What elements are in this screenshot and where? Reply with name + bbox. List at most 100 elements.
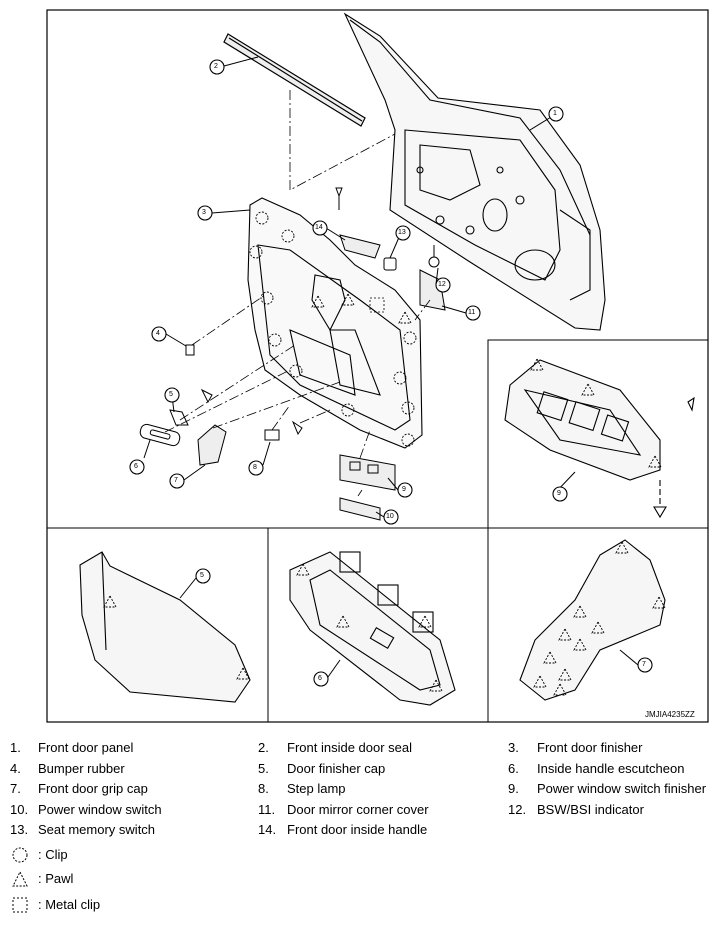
diagram-frame	[46, 9, 709, 723]
legend-label: Front door grip cap	[38, 781, 148, 796]
callout-label-11: 11	[468, 309, 476, 316]
legend-number: 1.	[10, 740, 21, 755]
legend-number: 6.	[508, 761, 519, 776]
callout-label-2: 2	[214, 63, 218, 70]
power-window-switch-finisher-inset	[504, 358, 695, 519]
callout-label-14: 14	[315, 224, 323, 231]
symbol-label: : Clip	[38, 847, 68, 862]
callout-label-5-detail: 5	[200, 572, 204, 579]
clip-symbol-icon	[12, 847, 28, 863]
legend-label: BSW/BSI indicator	[537, 802, 644, 817]
metal-clip-symbol-icon	[12, 897, 28, 913]
legend-number: 2.	[258, 740, 269, 755]
callout-label-4: 4	[156, 330, 160, 337]
front-inside-door-seal-part	[223, 33, 366, 127]
legend-number: 11.	[258, 802, 276, 817]
callout-5	[164, 387, 180, 403]
front-door-finisher-part	[247, 197, 423, 449]
callout-9	[397, 482, 413, 498]
callout-14	[312, 220, 328, 236]
front-door-grip-cap-part	[197, 424, 227, 466]
legend-label: Front inside door seal	[287, 740, 413, 755]
callout-label-9: 9	[402, 486, 406, 493]
callout-5-detail	[195, 568, 211, 584]
legend-label: Door mirror corner cover	[287, 802, 429, 817]
callout-label-6: 6	[134, 463, 138, 470]
callout-6	[129, 459, 145, 475]
callout-7	[169, 473, 185, 489]
callout-2	[209, 59, 225, 75]
door-finisher-cap-detail	[79, 551, 251, 703]
legend-label: Inside handle escutcheon	[537, 761, 685, 776]
callout-markers	[129, 59, 653, 687]
front-door-inside-handle-part	[339, 234, 381, 259]
power-window-switch-finisher-part	[339, 454, 396, 491]
legend-number: 8.	[258, 781, 269, 796]
callout-label-6-detail: 6	[318, 675, 322, 682]
front-door-panel-part	[343, 12, 606, 331]
callout-label-13: 13	[398, 229, 406, 236]
legend-number: 5.	[258, 761, 269, 776]
legend-label: Power window switch finisher	[537, 781, 707, 796]
callout-label-1: 1	[553, 110, 557, 117]
legend-number: 14.	[258, 822, 277, 837]
power-window-switch-part	[339, 497, 381, 521]
callout-label-9-inset: 9	[557, 490, 561, 497]
callout-label-8: 8	[253, 464, 257, 471]
legend-number: 4.	[10, 761, 21, 776]
callout-13	[395, 225, 411, 241]
callout-10	[383, 509, 399, 525]
callout-label-7: 7	[174, 477, 178, 484]
callout-4	[151, 326, 167, 342]
leader-lines	[164, 294, 431, 497]
bsw-bsi-indicator-part	[428, 245, 440, 268]
symbol-key-metal-clip: : Metal clip	[10, 895, 210, 915]
legend-row-3: 7. Front door grip cap 8. Step lamp 9. P…	[0, 781, 721, 797]
screw-lower	[200, 388, 303, 436]
legend-row-1: 1. Front door panel 2. Front inside door…	[0, 740, 721, 756]
legend-number: 7.	[10, 781, 21, 796]
figure-code: JMJIA4235ZZ	[645, 710, 695, 719]
callout-label-5: 5	[169, 391, 173, 398]
callout-12	[435, 277, 451, 293]
inside-handle-escutcheon-detail	[289, 551, 456, 706]
callout-9-inset	[552, 486, 568, 502]
legend-label: Front door finisher	[537, 740, 643, 755]
callout-label-12: 12	[438, 281, 446, 288]
legend-label: Step lamp	[287, 781, 346, 796]
legend-label: Power window switch	[38, 802, 162, 817]
door-finisher-cap-part	[169, 409, 189, 426]
legend-number: 13.	[10, 822, 29, 837]
seat-memory-switch-part	[383, 257, 397, 271]
symbol-key-clip: : Clip	[10, 845, 210, 865]
legend-label: Front door inside handle	[287, 822, 428, 837]
callout-label-10: 10	[386, 513, 394, 520]
callout-label-3: 3	[202, 209, 206, 216]
symbol-label: : Pawl	[38, 871, 74, 886]
legend-row-2: 4. Bumper rubber 5. Door finisher cap 6.…	[0, 761, 721, 777]
legend-row-4: 10. Power window switch 11. Door mirror …	[0, 802, 721, 818]
legend-number: 10.	[10, 802, 29, 817]
legend-number: 3.	[508, 740, 519, 755]
legend-row-5: 13. Seat memory switch 14. Front door in…	[0, 822, 721, 838]
pawl-symbol-icon	[12, 870, 28, 887]
bumper-rubber-part	[185, 344, 195, 356]
front-door-grip-cap-detail	[519, 539, 666, 701]
callout-7-detail	[637, 657, 653, 673]
symbol-key-pawl: : Pawl	[10, 869, 210, 889]
step-lamp-part	[264, 429, 280, 441]
legend-label: Seat memory switch	[38, 822, 156, 837]
callout-1	[548, 106, 564, 122]
symbol-label: : Metal clip	[38, 897, 101, 912]
legend-label: Bumper rubber	[38, 761, 125, 776]
callout-8	[248, 460, 264, 476]
callout-3	[197, 205, 213, 221]
screw-top	[335, 187, 343, 210]
inside-handle-escutcheon-part	[139, 423, 181, 447]
callout-label-7-detail: 7	[642, 661, 646, 668]
legend-label: Front door panel	[38, 740, 134, 755]
callout-11	[465, 305, 481, 321]
legend-number: 9.	[508, 781, 519, 796]
callout-6-detail	[313, 671, 329, 687]
